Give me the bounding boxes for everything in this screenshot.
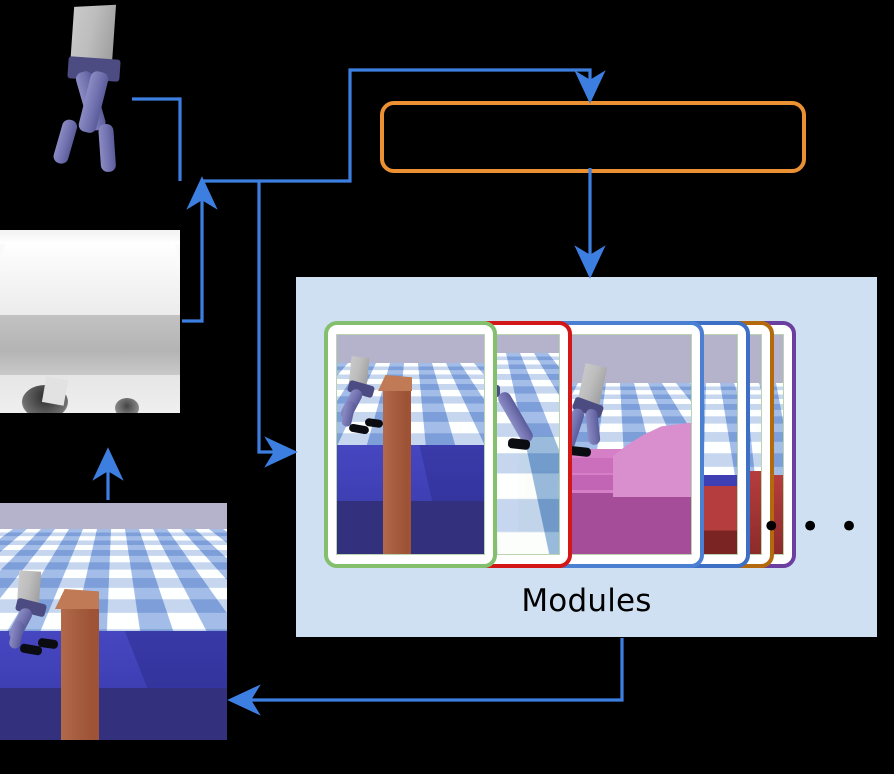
card2-walker-foot-b bbox=[507, 437, 531, 451]
scene-sky bbox=[0, 503, 227, 530]
card1-obstacle-top bbox=[378, 375, 412, 391]
current-scene-render bbox=[0, 503, 227, 740]
scene-obstacle-pillar bbox=[61, 596, 99, 740]
modules-title: Modules bbox=[521, 583, 652, 619]
depth-mid-band bbox=[0, 315, 180, 375]
depth-plate bbox=[41, 376, 69, 406]
depth-blob-right bbox=[115, 398, 139, 413]
depth-upper-surface bbox=[0, 243, 180, 315]
walker-shin-back bbox=[51, 117, 79, 166]
scene-obstacle-top bbox=[55, 589, 99, 609]
depth-far-band bbox=[0, 230, 180, 244]
module-card-1-image bbox=[336, 334, 485, 555]
walker-state-render bbox=[50, 2, 170, 177]
more-modules-ellipsis: • • • bbox=[761, 507, 863, 547]
walker-shin-front bbox=[98, 123, 117, 173]
module-selector-box[interactable] bbox=[380, 101, 806, 173]
arrow-depth-to-junction bbox=[182, 176, 218, 323]
card1-obstacle-pillar bbox=[383, 381, 411, 554]
arrow-modules-to-scene bbox=[227, 638, 624, 716]
arrow-junction-to-modules bbox=[257, 181, 298, 468]
card1-ground-shadow bbox=[419, 444, 484, 502]
depth-map-render bbox=[0, 230, 180, 413]
module-card-1[interactable] bbox=[324, 321, 497, 568]
scene-ground-near bbox=[0, 687, 227, 740]
modules-panel: • • • Modules bbox=[296, 277, 877, 637]
card2-block-right-shade bbox=[525, 470, 557, 528]
